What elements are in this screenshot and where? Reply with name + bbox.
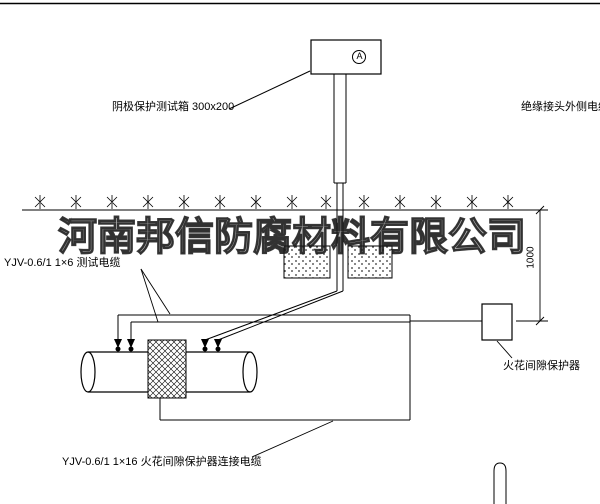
cable-lines: [117, 290, 482, 421]
dimension-value: 1000: [525, 246, 537, 269]
pipe-break-symbol: [493, 462, 507, 504]
test-box-pole: [333, 74, 347, 291]
insulated-joint-cable-label: 绝缘接头外侧电缆: [521, 101, 600, 113]
ammeter-symbol-label: A: [356, 51, 363, 61]
ground-symbols: [34, 195, 514, 209]
spark-gap-protector-label: 火花间隙保护器: [503, 360, 580, 372]
test-cable-label: YJV-0.6/1 1×6 测试电缆: [4, 257, 121, 269]
insulating-joint: [147, 339, 187, 399]
test-box: [310, 39, 382, 75]
weld-points: [114, 339, 222, 352]
leader-lines: [140, 268, 513, 458]
protector-cable-label: YJV-0.6/1 1×16 火花间隙保护器连接电缆: [62, 456, 262, 468]
dimension-line: [516, 205, 548, 326]
test-box-leader-line: [228, 70, 311, 110]
spark-gap-protector: [481, 303, 513, 341]
foundation-blocks: [283, 245, 393, 279]
test-box-label: 阴极保护测试箱 300x200: [112, 101, 235, 113]
